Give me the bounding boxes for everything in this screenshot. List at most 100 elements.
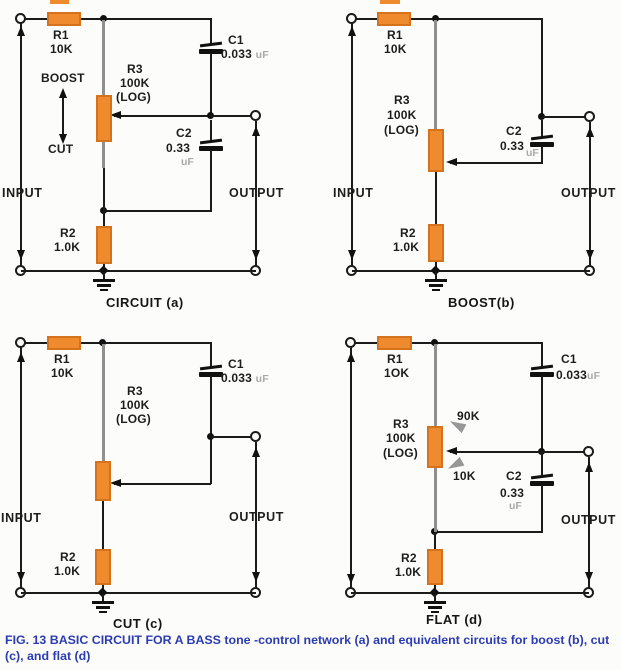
r1-ref: R1 bbox=[387, 352, 403, 366]
boost-cut-arrow bbox=[62, 92, 64, 140]
capacitor-c2 bbox=[530, 473, 554, 480]
c2-ref: C2 bbox=[506, 124, 522, 138]
capacitor-c1 bbox=[199, 49, 223, 54]
wire bbox=[210, 342, 212, 367]
circuit-title: CIRCUIT (a) bbox=[106, 295, 184, 310]
cropped-resistor-sliver bbox=[50, 0, 69, 4]
junction-dot bbox=[99, 339, 106, 346]
junction-dot bbox=[431, 339, 438, 346]
ground-symbol bbox=[428, 606, 442, 609]
r3-ref: R3 bbox=[127, 62, 143, 76]
capacitor-c2 bbox=[530, 134, 554, 141]
ground-symbol bbox=[432, 289, 440, 291]
r2-value: 1.0K bbox=[54, 564, 81, 578]
input-label: INPUT bbox=[2, 186, 43, 200]
c1-value: 0.033 uF bbox=[221, 47, 269, 61]
capacitor-c1 bbox=[530, 372, 554, 377]
wire bbox=[21, 270, 256, 272]
terminal bbox=[15, 337, 26, 348]
c2-value: 0.33 bbox=[166, 141, 191, 155]
c2-ref: C2 bbox=[176, 126, 192, 140]
r3-value: 100K bbox=[120, 76, 150, 90]
resistor-r2 bbox=[96, 226, 112, 264]
circuit-a: R1 10K BOOST CUT R3 100K (LOG) C1 0.033 … bbox=[0, 0, 320, 330]
resistor-r1 bbox=[47, 336, 81, 350]
signal-arrow-up bbox=[17, 26, 25, 36]
terminal bbox=[345, 337, 356, 348]
r1-value: 1OK bbox=[384, 366, 410, 380]
c1-ref: C1 bbox=[228, 357, 244, 371]
ground-symbol bbox=[92, 601, 114, 604]
wiper-wire bbox=[450, 451, 542, 453]
pot-track bbox=[434, 20, 437, 130]
r3-value: 100K bbox=[120, 398, 150, 412]
output-line bbox=[255, 442, 257, 593]
wire bbox=[541, 376, 543, 453]
arrow-down-icon bbox=[59, 134, 67, 144]
terminal bbox=[346, 13, 357, 24]
circuit-title: CUT (c) bbox=[113, 616, 163, 631]
cropped-resistor-sliver bbox=[380, 0, 400, 4]
wire bbox=[542, 451, 589, 453]
signal-arrow-down bbox=[252, 250, 260, 260]
signal-arrow-up bbox=[252, 447, 260, 457]
pot-track bbox=[434, 344, 437, 426]
wire bbox=[541, 18, 543, 118]
r3-taper: (LOG) bbox=[116, 90, 151, 104]
signal-arrow-up bbox=[586, 127, 594, 137]
input-label: INPUT bbox=[1, 511, 42, 525]
wiper-wire bbox=[114, 483, 211, 485]
r2-ref: R2 bbox=[60, 226, 76, 240]
c2-unit: uF bbox=[526, 147, 539, 159]
signal-arrow-down bbox=[347, 574, 355, 584]
c1-unit: uF bbox=[587, 370, 601, 382]
r3-ref: R3 bbox=[394, 93, 410, 107]
wire bbox=[102, 501, 104, 549]
ground-symbol bbox=[99, 611, 107, 613]
wiper-arrow bbox=[446, 158, 457, 166]
wiper-arrow bbox=[446, 447, 457, 455]
r3-taper: (LOG) bbox=[116, 412, 151, 426]
wire bbox=[210, 18, 212, 44]
resistor-r1 bbox=[377, 12, 411, 26]
circuit-title: FLAT (d) bbox=[426, 612, 483, 627]
potentiometer-r3 bbox=[427, 426, 443, 468]
cut-label: CUT bbox=[48, 142, 74, 156]
capacitor-c1 bbox=[199, 364, 223, 371]
circuit-d: R1 1OK C1 0.033uF R3 100K (LOG) 90K 10K … bbox=[330, 330, 621, 670]
wire bbox=[103, 272, 105, 279]
r2-ref: R2 bbox=[400, 226, 416, 240]
capacitor-c2 bbox=[530, 481, 554, 486]
wire bbox=[541, 342, 543, 367]
r2-value: 1.0K bbox=[395, 565, 422, 579]
output-line bbox=[255, 121, 257, 271]
input-label: INPUT bbox=[333, 186, 374, 200]
signal-arrow-up bbox=[17, 352, 25, 362]
input-line bbox=[350, 347, 352, 593]
signal-arrow-down bbox=[17, 250, 25, 260]
wire bbox=[103, 168, 105, 212]
c1-unit: uF bbox=[255, 49, 269, 61]
wire bbox=[435, 272, 437, 279]
terminal bbox=[584, 111, 595, 122]
wire bbox=[351, 592, 589, 594]
wire bbox=[210, 376, 212, 484]
circuit-title: BOOST(b) bbox=[448, 295, 515, 310]
junction-dot bbox=[207, 112, 214, 119]
wiper-arrow bbox=[110, 111, 121, 119]
ground-symbol bbox=[429, 284, 443, 287]
ground-symbol bbox=[424, 601, 446, 604]
r2-value: 1.0K bbox=[54, 240, 81, 254]
signal-arrow-up bbox=[348, 26, 356, 36]
r1-ref: R1 bbox=[387, 28, 403, 42]
wire bbox=[21, 592, 256, 594]
wire bbox=[435, 172, 437, 224]
wiper-arrow bbox=[110, 479, 121, 487]
wiper-wire bbox=[450, 162, 542, 164]
r3-value: 100K bbox=[387, 108, 417, 122]
resistor-r2 bbox=[427, 549, 443, 585]
terminal bbox=[250, 110, 261, 121]
r3-ref: R3 bbox=[393, 417, 409, 431]
wiper-lower-value: 10K bbox=[453, 469, 476, 483]
